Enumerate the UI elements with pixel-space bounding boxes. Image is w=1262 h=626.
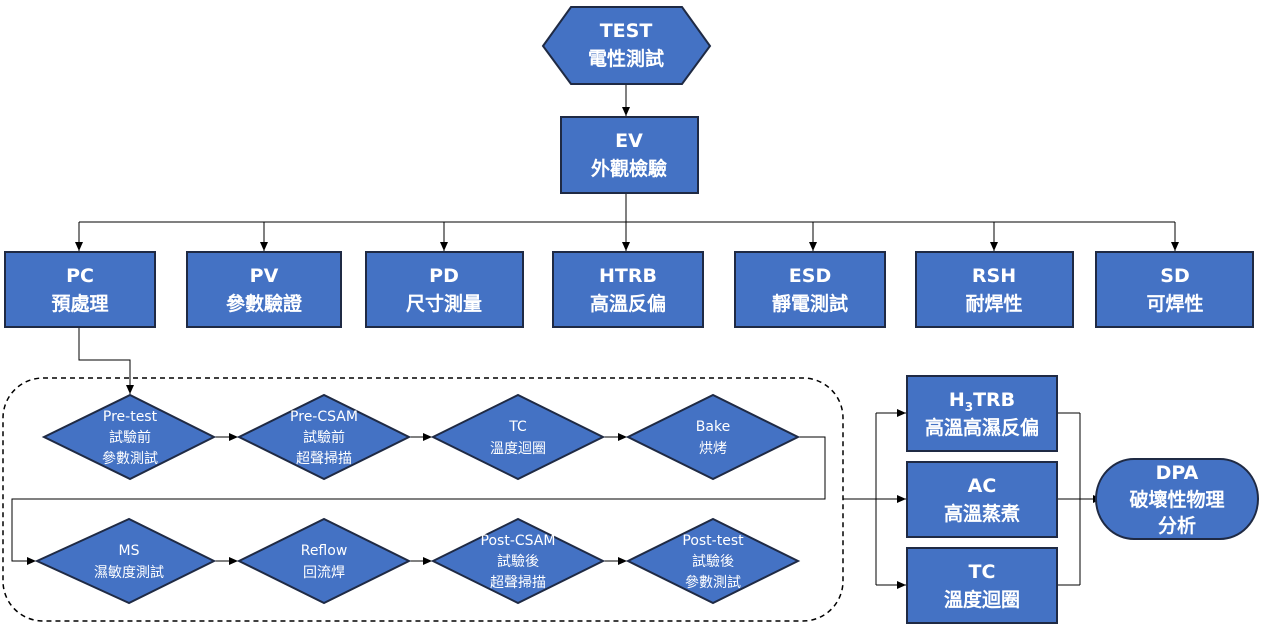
step-postcsam-zh2: 超聲掃描 <box>490 574 546 591</box>
node-htrb-name: 高溫反偏 <box>590 292 666 315</box>
step-precsam: Pre-CSAM 試驗前 超聲掃描 <box>236 393 412 481</box>
node-pc-name: 預處理 <box>51 293 108 315</box>
node-esd-code: ESD <box>789 265 831 287</box>
step-reflow-en: Reflow <box>301 543 348 559</box>
step-pretest-en: Pre-test <box>103 409 158 425</box>
node-pd: PD 尺寸測量 <box>365 251 524 328</box>
step-posttest: Post-test 試驗後 參數測試 <box>625 517 801 605</box>
node-rsh-name: 耐焊性 <box>965 292 1022 315</box>
step-pretest: Pre-test 試驗前 參數測試 <box>41 393 217 481</box>
step-precsam-zh1: 試驗前 <box>303 429 345 446</box>
node-test-name: 電性測試 <box>588 47 664 70</box>
step-pretest-zh1: 試驗前 <box>109 429 151 446</box>
node-pv-code: PV <box>250 265 279 287</box>
node-sd: SD 可焊性 <box>1095 251 1254 328</box>
step-bake-zh: 烘烤 <box>699 441 727 457</box>
node-ac-code: AC <box>968 475 997 497</box>
node-h3trb-code-prefix: H <box>949 389 965 411</box>
node-ev-code: EV <box>615 130 643 152</box>
connectors <box>11 84 1179 589</box>
node-sd-name: 可焊性 <box>1146 292 1203 315</box>
node-ac-name: 高溫蒸煮 <box>944 502 1020 525</box>
edge-pc-to-pretest <box>78 328 134 394</box>
node-dpa: DPA 破壞性物理 分析 <box>1095 458 1259 540</box>
node-esd-name: 靜電測試 <box>772 292 848 315</box>
step-reflow: Reflow 回流焊 <box>236 517 412 605</box>
node-sd-code: SD <box>1160 265 1189 287</box>
node-pc: PC 預處理 <box>4 251 156 328</box>
node-h3trb-code-suffix: TRB <box>973 389 1015 411</box>
node-h3trb-code: H3TRB <box>949 389 1015 414</box>
step-precsam-en: Pre-CSAM <box>290 409 358 425</box>
node-ac: AC 高溫蒸煮 <box>906 461 1058 538</box>
node-h3trb: H3TRB 高溫高濕反偏 <box>906 375 1058 452</box>
node-esd: ESD 靜電測試 <box>734 251 886 328</box>
step-bake-en: Bake <box>696 419 730 435</box>
node-h3trb-name: 高溫高濕反偏 <box>925 416 1039 439</box>
step-posttest-en: Post-test <box>682 533 744 549</box>
node-rsh-code: RSH <box>972 265 1016 287</box>
node-pv: PV 參數驗證 <box>186 251 342 328</box>
node-ev: EV 外觀檢驗 <box>560 116 699 194</box>
node-htrb: HTRB 高溫反偏 <box>552 251 704 328</box>
step-ms-zh: 濕敏度測試 <box>94 565 164 581</box>
node-pv-name: 參數驗證 <box>226 292 303 315</box>
node-rsh: RSH 耐焊性 <box>915 251 1074 328</box>
pc-subprocess-container <box>2 377 844 622</box>
node-dpa-code: DPA <box>1156 462 1199 484</box>
node-pd-code: PD <box>429 265 459 287</box>
node-test-code: TEST <box>600 20 653 42</box>
node-h3trb-code-sub: 3 <box>965 400 973 414</box>
node-pd-name: 尺寸測量 <box>406 292 482 315</box>
node-tc: TC 溫度迴圈 <box>906 547 1058 624</box>
step-postcsam-en: Post-CSAM <box>481 533 556 549</box>
step-posttest-zh1: 試驗後 <box>692 554 734 570</box>
node-test: TEST 電性測試 <box>541 6 712 85</box>
step-tc-en: TC <box>508 419 527 435</box>
node-htrb-code: HTRB <box>599 265 657 287</box>
node-tc-name: 溫度迴圈 <box>944 588 1020 611</box>
step-bake: Bake 烘烤 <box>625 393 801 481</box>
step-precsam-zh2: 超聲掃描 <box>296 450 352 467</box>
node-tc-code: TC <box>969 561 996 583</box>
edge-step4-5 <box>11 436 826 565</box>
step-postcsam-zh1: 試驗後 <box>497 554 539 570</box>
node-pc-code: PC <box>66 265 94 287</box>
step-reflow-zh: 回流焊 <box>303 565 345 581</box>
step-postcsam: Post-CSAM 試驗後 超聲掃描 <box>430 517 606 605</box>
node-dpa-name-1: 破壞性物理 <box>1129 488 1224 511</box>
step-pretest-zh2: 參數測試 <box>102 451 158 467</box>
step-posttest-zh2: 參數測試 <box>685 575 741 591</box>
step-ms: MS 濕敏度測試 <box>34 517 217 605</box>
node-dpa-name-2: 分析 <box>1158 514 1196 537</box>
step-ms-en: MS <box>119 543 140 559</box>
step-tc: TC 溫度迴圈 <box>430 393 606 481</box>
step-tc-zh: 溫度迴圈 <box>490 441 546 457</box>
node-ev-name: 外觀檢驗 <box>591 157 667 180</box>
